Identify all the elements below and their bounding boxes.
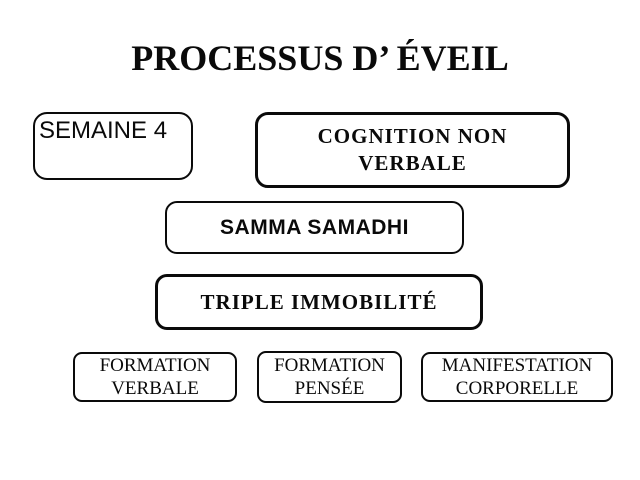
- slide-title: PROCESSUS D’ ÉVEIL: [131, 38, 509, 78]
- node-cognition-line-2: VERBALE: [358, 151, 467, 175]
- node-cognition-line-1: COGNITION NON: [317, 124, 508, 148]
- node-semaine-4: SEMAINE 4: [33, 112, 193, 180]
- node-formation-pensee: FORMATION PENSÉE: [257, 351, 402, 403]
- node-manifestation-line-1: MANIFESTATION: [441, 355, 593, 376]
- node-samma-samadhi-label: SAMMA SAMADHI: [220, 215, 409, 239]
- node-formation-verbale-line-1: FORMATION: [99, 355, 211, 376]
- node-manifestation-corporelle: MANIFESTATION CORPORELLE: [421, 352, 613, 402]
- node-semaine-4-label: SEMAINE 4: [39, 117, 168, 144]
- node-formation-pensee-line-1: FORMATION: [274, 355, 385, 376]
- node-formation-verbale: FORMATION VERBALE: [73, 352, 237, 402]
- node-cognition-non-verbale: COGNITION NON VERBALE: [255, 112, 570, 188]
- node-triple-immobilite: TRIPLE IMMOBILITÉ: [155, 274, 483, 330]
- node-manifestation-line-2: CORPORELLE: [455, 378, 579, 399]
- node-triple-immobilite-label: TRIPLE IMMOBILITÉ: [200, 289, 438, 314]
- node-formation-pensee-line-2: PENSÉE: [294, 378, 365, 399]
- node-formation-verbale-line-2: VERBALE: [111, 378, 199, 399]
- node-samma-samadhi: SAMMA SAMADHI: [165, 201, 464, 254]
